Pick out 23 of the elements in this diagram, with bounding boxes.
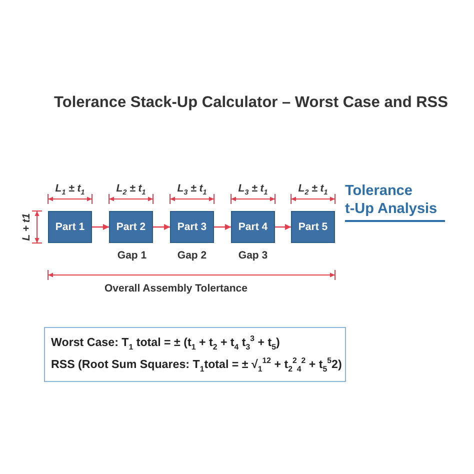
- part-box: Part 2: [109, 211, 153, 243]
- gap-label: Gap 1: [117, 250, 147, 262]
- part-box: Part 5: [291, 211, 335, 243]
- formula-panel: [44, 327, 346, 382]
- dimension-label: L$_{3}$ ± t$_{1}$: [238, 182, 268, 196]
- gap-label: Gap 3: [238, 250, 268, 262]
- arrow: [214, 224, 231, 230]
- dimension-label: L$_{3}$ ± t$_{1}$: [177, 182, 207, 196]
- part-box: Part 1: [48, 211, 92, 243]
- dimension-label: Overall Assembly Tolertance: [104, 282, 248, 296]
- arrow: [275, 224, 291, 230]
- part-box: Part 3: [170, 211, 214, 243]
- formula-text: Worst Case: T$_{1}$ total = ± (t$_{1}$ + t$_{2}$ + t$_{4}$ t$_{3}$$^{3}$ + t$_{5}$): [51, 335, 280, 350]
- dimension-label: L$_{2}$ ± t$_{1}$: [298, 182, 328, 196]
- part-box: Part 4: [231, 211, 275, 243]
- gap-label: Gap 2: [177, 250, 207, 262]
- dimension-label: L$_{1}$ ± t$_{1}$: [55, 182, 85, 196]
- dimension-label: L + t1: [20, 213, 34, 241]
- arrow: [153, 224, 170, 230]
- diagram-title: Tolerance Stack-Up Calculator – Worst Case and RSS: [54, 94, 448, 112]
- arrow: [92, 224, 109, 230]
- dimension-label: L$_{2}$ ± t$_{1}$: [116, 182, 146, 196]
- analysis-heading: Tolerance t-Up Analysis: [345, 182, 445, 222]
